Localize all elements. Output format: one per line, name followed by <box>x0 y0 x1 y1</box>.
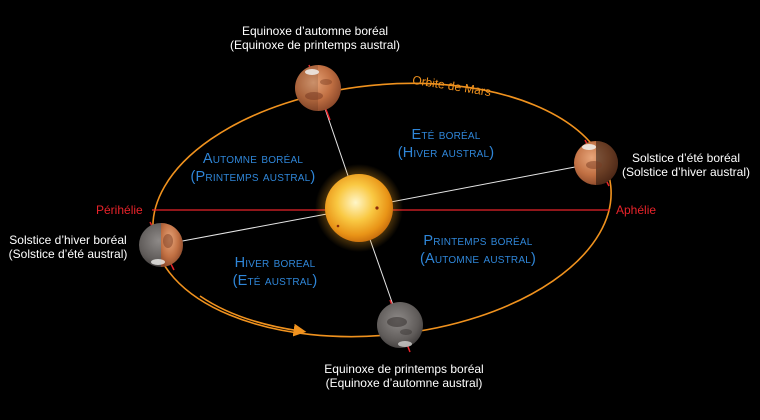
season-winter: Hiver boreal (Eté austral) <box>210 254 340 290</box>
season-spring-line2: (Automne austral) <box>419 251 537 267</box>
season-winter-line1: Hiver boreal <box>234 255 316 271</box>
label-left: Solstice d’hiver boréal (Solstice d’été … <box>2 233 134 261</box>
mars-left <box>139 221 183 271</box>
perihelion-label: Périhélie <box>96 203 143 217</box>
label-right: Solstice d’été boréal (Solstice d’hiver … <box>620 151 752 179</box>
label-left-line1: Solstice d’hiver boréal <box>9 233 127 247</box>
season-spring: Printemps boréal (Automne austral) <box>398 232 558 268</box>
label-top-line1: Equinoxe d’automne boréal <box>241 24 389 38</box>
season-summer: Eté boréal (Hiver austral) <box>378 126 514 162</box>
season-summer-line2: (Hiver austral) <box>397 145 495 161</box>
mars-top <box>295 64 341 121</box>
label-bottom-line1: Equinoxe de printemps boréal <box>324 362 484 376</box>
label-top: Equinoxe d’automne boréal (Equinoxe de p… <box>205 24 425 52</box>
mars-bottom <box>377 299 423 353</box>
mars-right <box>574 139 618 187</box>
label-right-line2: (Solstice d’hiver austral) <box>621 165 751 179</box>
season-summer-line1: Eté boréal <box>411 127 481 143</box>
label-top-line2: (Equinoxe de printemps austral) <box>229 38 401 52</box>
aphelion-label: Aphélie <box>616 203 657 217</box>
label-right-line1: Solstice d’été boréal <box>631 151 741 165</box>
label-bottom-line2: (Equinoxe d’automne austral) <box>325 376 483 390</box>
label-bottom: Equinoxe de printemps boréal (Equinoxe d… <box>296 362 512 390</box>
season-autumn: Automne boréal (Printemps austral) <box>170 150 336 186</box>
sun <box>325 174 393 242</box>
season-autumn-line2: (Printemps austral) <box>190 169 316 185</box>
label-left-line2: (Solstice d’été austral) <box>8 247 128 261</box>
sunspot <box>336 224 340 228</box>
season-spring-line1: Printemps boréal <box>423 233 533 249</box>
season-autumn-line1: Automne boréal <box>202 151 304 167</box>
sunspot <box>375 206 379 210</box>
motion-arrow <box>199 295 307 337</box>
season-winter-line2: (Eté austral) <box>232 273 318 289</box>
